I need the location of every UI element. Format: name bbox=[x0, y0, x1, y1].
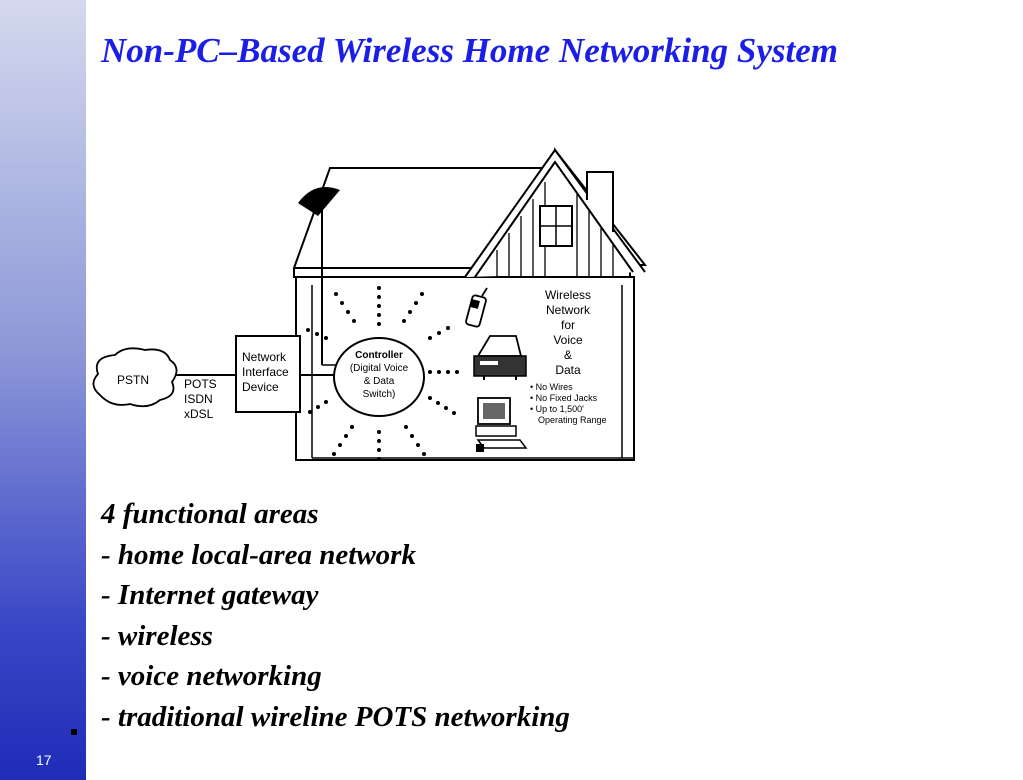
body-line: - home local-area network bbox=[101, 538, 416, 571]
pstn-cloud bbox=[92, 347, 178, 408]
network-interface-device bbox=[235, 335, 301, 413]
pstn-label: PSTN bbox=[117, 373, 149, 387]
svg-text:Operating Range: Operating Range bbox=[538, 415, 607, 425]
svg-text:Interface: Interface bbox=[242, 365, 289, 379]
svg-text:• No Fixed Jacks: • No Fixed Jacks bbox=[530, 393, 598, 403]
svg-text:ISDN: ISDN bbox=[184, 392, 213, 406]
svg-text:Network: Network bbox=[242, 350, 287, 364]
svg-text:for: for bbox=[561, 318, 575, 332]
slide-number: 17 bbox=[36, 752, 52, 768]
svg-text:Wireless: Wireless bbox=[545, 288, 591, 302]
sidebar-gradient bbox=[0, 0, 86, 780]
body-line: - wireless bbox=[101, 619, 213, 652]
fax-machine-icon bbox=[473, 335, 527, 380]
feature-list: • No Wires • No Fixed Jacks • Up to 1,50… bbox=[530, 382, 607, 425]
wireless-signal-dots bbox=[306, 286, 459, 461]
svg-text:• Up to 1,500': • Up to 1,500' bbox=[530, 404, 584, 414]
svg-text:Network: Network bbox=[546, 303, 591, 317]
svg-text:Voice: Voice bbox=[553, 333, 583, 347]
controller bbox=[333, 337, 425, 417]
body-line: - traditional wireline POTS networking bbox=[101, 700, 570, 733]
line-type-list: POTS ISDN xDSL bbox=[184, 377, 217, 421]
svg-text:Switch): Switch) bbox=[363, 389, 396, 400]
svg-text:Device: Device bbox=[242, 380, 279, 394]
body-line: 4 functional areas bbox=[101, 498, 319, 530]
svg-text:• No Wires: • No Wires bbox=[530, 382, 573, 392]
body-line: - Internet gateway bbox=[101, 579, 319, 612]
svg-text:& Data: & Data bbox=[364, 376, 395, 387]
satellite-dish-icon bbox=[298, 186, 340, 216]
cell-phone-icon bbox=[465, 287, 488, 328]
slide-title: Non-PC–Based Wireless Home Networking Sy… bbox=[101, 31, 838, 70]
svg-text:(Digital Voice: (Digital Voice bbox=[350, 363, 409, 374]
svg-text:Data: Data bbox=[555, 363, 581, 377]
home-network-diagram: PSTN POTS ISDN xDSL Network Interface De… bbox=[92, 147, 648, 461]
chimney bbox=[586, 171, 614, 232]
computer-icon bbox=[475, 397, 528, 452]
svg-text:&: & bbox=[564, 348, 572, 362]
body-text: 4 functional areas - home local-area net… bbox=[101, 494, 570, 738]
svg-text:xDSL: xDSL bbox=[184, 407, 214, 421]
wireless-network-label: Wireless Network for Voice & Data bbox=[545, 288, 591, 377]
svg-text:Controller: Controller bbox=[355, 350, 403, 361]
controller-label: Controller (Digital Voice & Data Switch) bbox=[350, 350, 409, 400]
bullet-mark bbox=[71, 729, 77, 735]
nid-label: Network Interface Device bbox=[242, 350, 289, 394]
body-line: - voice networking bbox=[101, 660, 322, 693]
svg-text:POTS: POTS bbox=[184, 377, 217, 391]
